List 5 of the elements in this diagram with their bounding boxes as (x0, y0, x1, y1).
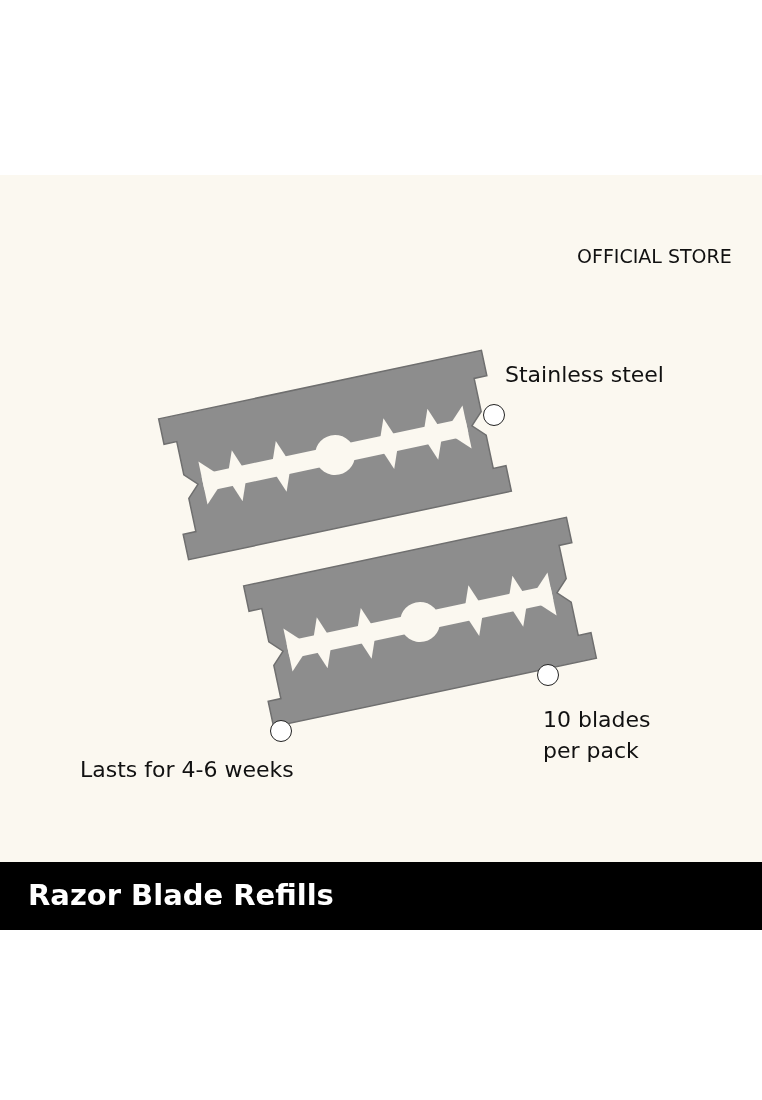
callout-text: Lasts for 4-6 weeks (80, 756, 295, 784)
title: Razor Blade Refills (28, 878, 334, 912)
store-label: OFFICIAL STORE (577, 245, 732, 267)
callout-text: 10 blades per pack (543, 706, 652, 765)
callout-text: Stainless steel (505, 361, 665, 389)
